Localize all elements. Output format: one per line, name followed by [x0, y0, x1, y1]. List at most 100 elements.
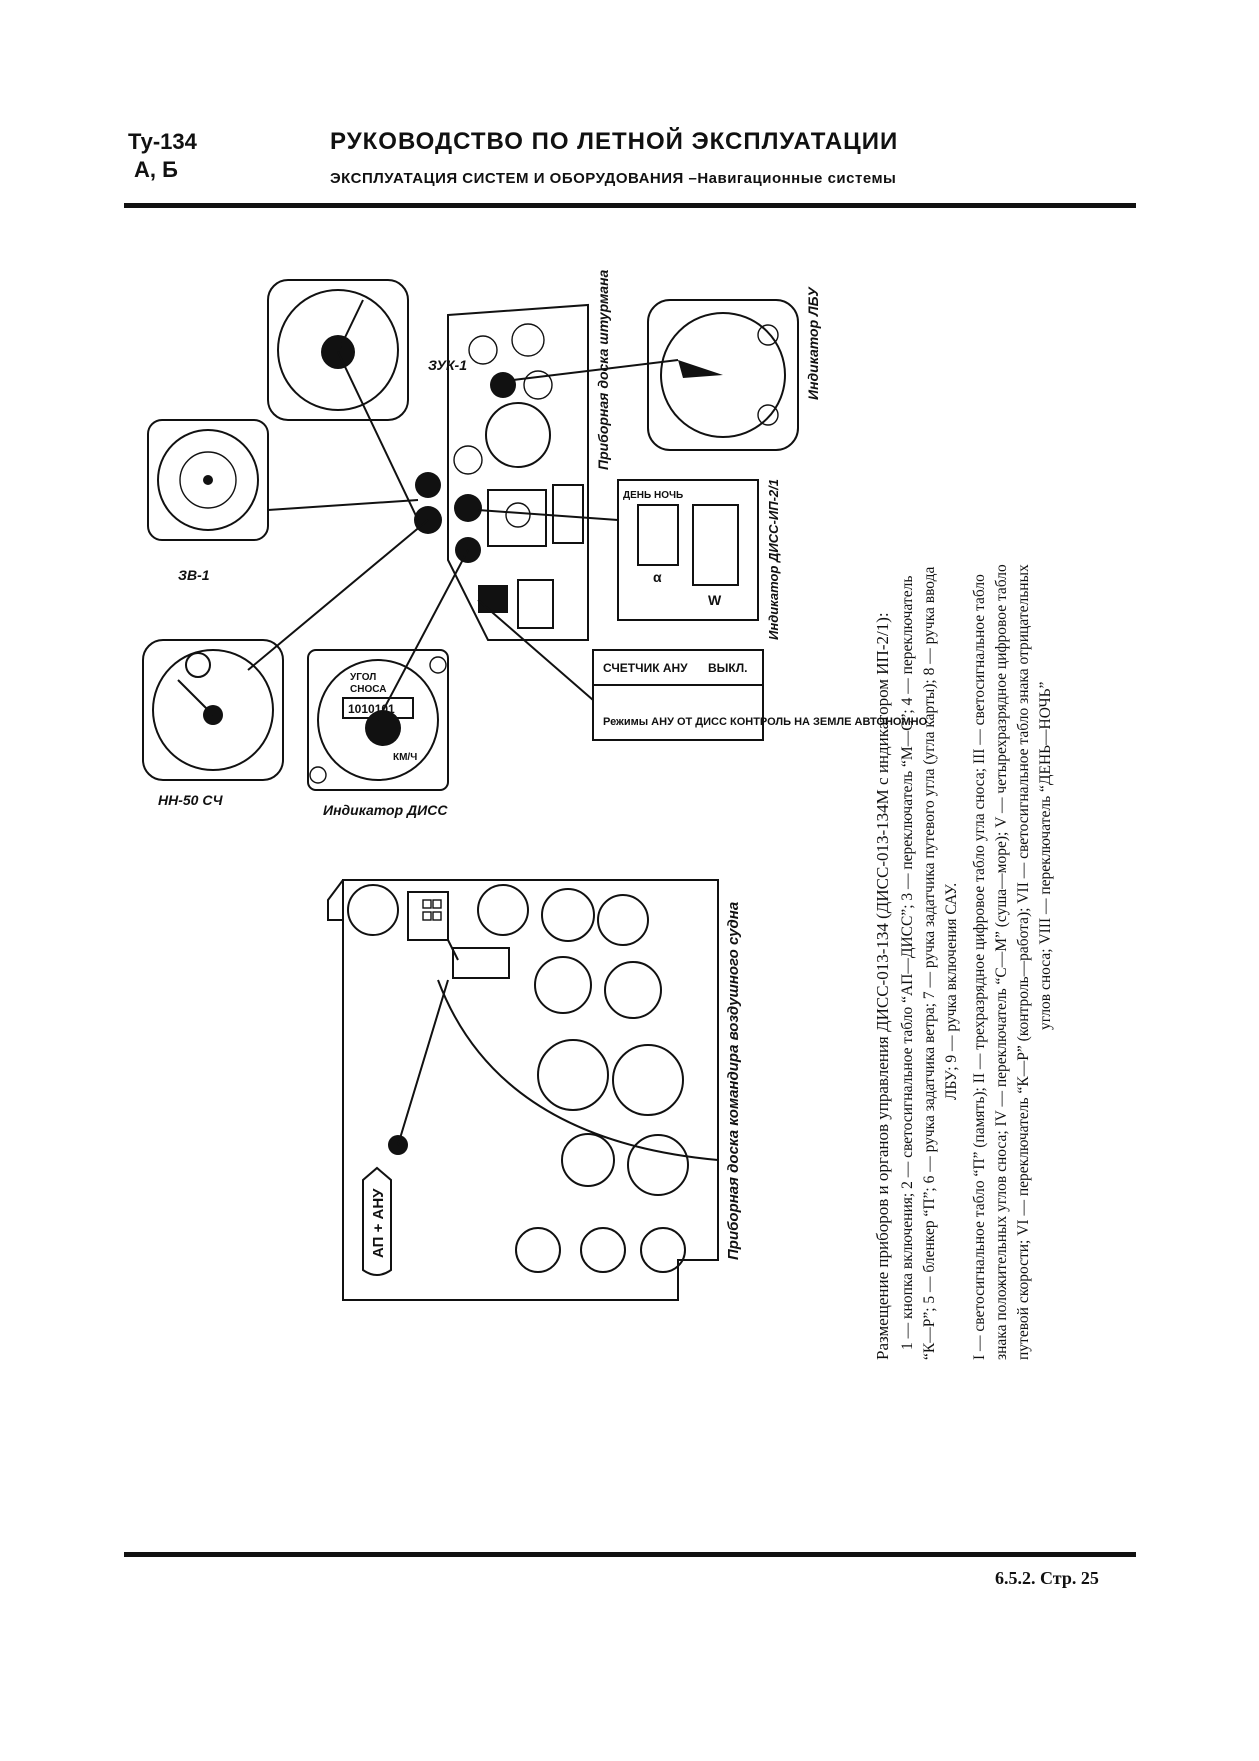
ap-diss-lamp — [422, 899, 432, 909]
caption-line7: углов сноса; VIII — переключатель “ДЕНЬ—… — [1037, 681, 1054, 1030]
leader-line-lbu — [512, 359, 679, 381]
commander-gauge — [515, 1227, 561, 1273]
diss-indicator-label: Индикатор ДИСС — [323, 802, 448, 818]
zv1-dial — [157, 429, 259, 531]
caption-line2: “К—Р”; 5 — бленкер “П”; 6 — ручка задатч… — [921, 567, 938, 1360]
lbu-indicator-label: Индикатор ЛБУ — [805, 286, 821, 400]
commander-gauge — [541, 888, 595, 942]
annunciator-panel — [452, 947, 510, 979]
ip2-alpha-label: α — [653, 569, 662, 585]
navigator-panel: Приборная доска штурмана — [414, 269, 611, 641]
diss-case — [307, 649, 449, 791]
zuk1-needle — [337, 299, 364, 353]
ip2-daynight-label: ДЕНЬ НОЧЬ — [623, 490, 683, 501]
leader-line-nn — [247, 519, 429, 671]
nav-display-box-2 — [552, 484, 584, 544]
commander-panel-label: Приборная доска командира воздушного суд… — [725, 902, 742, 1260]
instrument-panel-figure: АП + АНУ Приборная доска штурмана ЗВ-1 — [118, 260, 1148, 1440]
ap-anu-text: АП + АНУ — [370, 1188, 387, 1258]
mc-switch — [429, 656, 447, 674]
commander-gauge — [604, 961, 662, 1019]
zv1-label: ЗВ-1 — [178, 567, 210, 583]
lbu-needle — [678, 360, 723, 378]
switch-table-frame — [592, 649, 764, 741]
commander-gauge-top — [347, 884, 399, 936]
ap-anu-label: АП + АНУ — [362, 1166, 392, 1276]
nav-gauge-small — [523, 370, 553, 400]
nav-gauge-large — [485, 402, 551, 468]
diss-snosa-label: СНОСА — [350, 684, 386, 695]
nav-lamp — [415, 472, 441, 498]
nn50-needle — [177, 679, 214, 716]
commander-panel — [327, 879, 719, 1301]
commander-gauge — [580, 1227, 626, 1273]
leader-line-6 — [267, 499, 419, 511]
ap-diss-lamp — [432, 911, 442, 921]
nav-diss-box — [517, 579, 554, 629]
caption-line6: путевой скорости; VI — переключатель “К—… — [1015, 564, 1032, 1360]
switch-table: СЧЕТЧИК АНУ Режимы АНУ ОТ ДИСС КОНТРОЛЬ … — [477, 599, 928, 741]
nn50-label: НН-50 СЧ — [158, 792, 224, 808]
commander-panel-outline — [342, 879, 719, 1301]
ap-anu-frame — [362, 1166, 392, 1276]
nav-lamp — [454, 494, 482, 522]
leader-line-7 — [337, 351, 419, 521]
counter-label: СЧЕТЧИК АНУ — [603, 661, 688, 675]
page-number: 6.5.2. Стр. 25 — [995, 1568, 1099, 1588]
zuk1-dial — [277, 289, 399, 411]
header-divider — [124, 203, 1136, 208]
document-header: РУКОВОДСТВО ПО ЛЕТНОЙ ЭКСПЛУАТАЦИИ ЭКСПЛ… — [330, 128, 898, 187]
lbu-indicator: Индикатор ЛБУ — [512, 286, 821, 451]
diss-ugol-label: УГОЛ — [350, 672, 376, 683]
modes-label: Режимы АНУ ОТ ДИСС КОНТРОЛЬ НА ЗЕМЛЕ АВТ… — [603, 716, 928, 728]
leader-line-table — [477, 599, 594, 701]
ip2-w-window — [692, 504, 739, 586]
diss-indicator: 1010101 УГОЛ СНОСА КМ/Ч Индикатор ДИСС — [307, 549, 469, 818]
ap-diss-box — [407, 891, 449, 941]
caption-line3: ЛБУ; 9 — ручка включения САУ. — [943, 883, 960, 1100]
zv1-hub — [203, 475, 213, 485]
nav-gauge-small — [468, 335, 498, 365]
zuk1-label: ЗУК-1 — [428, 357, 467, 373]
lbu-knob-8 — [757, 324, 779, 346]
commander-gauge — [477, 884, 529, 936]
leader-line-diss — [377, 549, 469, 721]
commander-gauge — [561, 1133, 615, 1187]
ip2-w-label: W — [708, 592, 722, 608]
ip2-indicator-label: Индикатор ДИСС-ИП-2/1 — [766, 479, 781, 640]
zuk1-case — [267, 279, 409, 421]
commander-panel-curve — [437, 979, 719, 1161]
off-label: ВЫКЛ. — [708, 661, 748, 675]
commander-gauge-large — [537, 1039, 609, 1111]
commander-panel-edge — [327, 879, 344, 921]
nn50-instrument: НН-50 СЧ — [142, 519, 429, 808]
lbu-knob-9 — [757, 404, 779, 426]
navigator-panel-outline — [447, 303, 589, 641]
ap-diss-lamp — [422, 911, 432, 921]
diss-speed-readout: 1010101 — [348, 702, 395, 716]
zuk1-instrument: ЗУК-1 — [267, 279, 467, 521]
commander-gauge-large — [612, 1044, 684, 1116]
nn50-case — [142, 639, 284, 781]
footer-divider — [124, 1552, 1136, 1557]
commander-gauge — [627, 1134, 689, 1196]
caption-line4: I — светосигнальное табло “П” (память); … — [971, 574, 988, 1360]
aircraft-type: Ту-134 — [128, 129, 197, 154]
nav-display-box — [487, 489, 547, 547]
lbu-case — [647, 299, 799, 451]
caption-line5: знака положительных углов сноса; IV — пе… — [993, 564, 1010, 1360]
commander-gauge — [534, 956, 592, 1014]
ip2-case — [617, 479, 759, 621]
aircraft-variants: А, Б — [134, 157, 178, 182]
lbu-dial — [660, 312, 786, 438]
nav-black-square — [478, 585, 508, 613]
leader-line-1 — [397, 979, 449, 1146]
leader-line-ip2 — [477, 509, 619, 521]
document-title: РУКОВОДСТВО ПО ЛЕТНОЙ ЭКСПЛУАТАЦИИ — [330, 128, 899, 155]
diss-dial — [317, 659, 439, 781]
caption-line1: 1 — кнопка включения; 2 — светосигнально… — [899, 576, 916, 1350]
commander-gauge — [640, 1227, 686, 1273]
nav-lamp — [490, 372, 516, 398]
zv1-instrument: ЗВ-1 — [147, 419, 419, 583]
zv1-case — [147, 419, 269, 541]
